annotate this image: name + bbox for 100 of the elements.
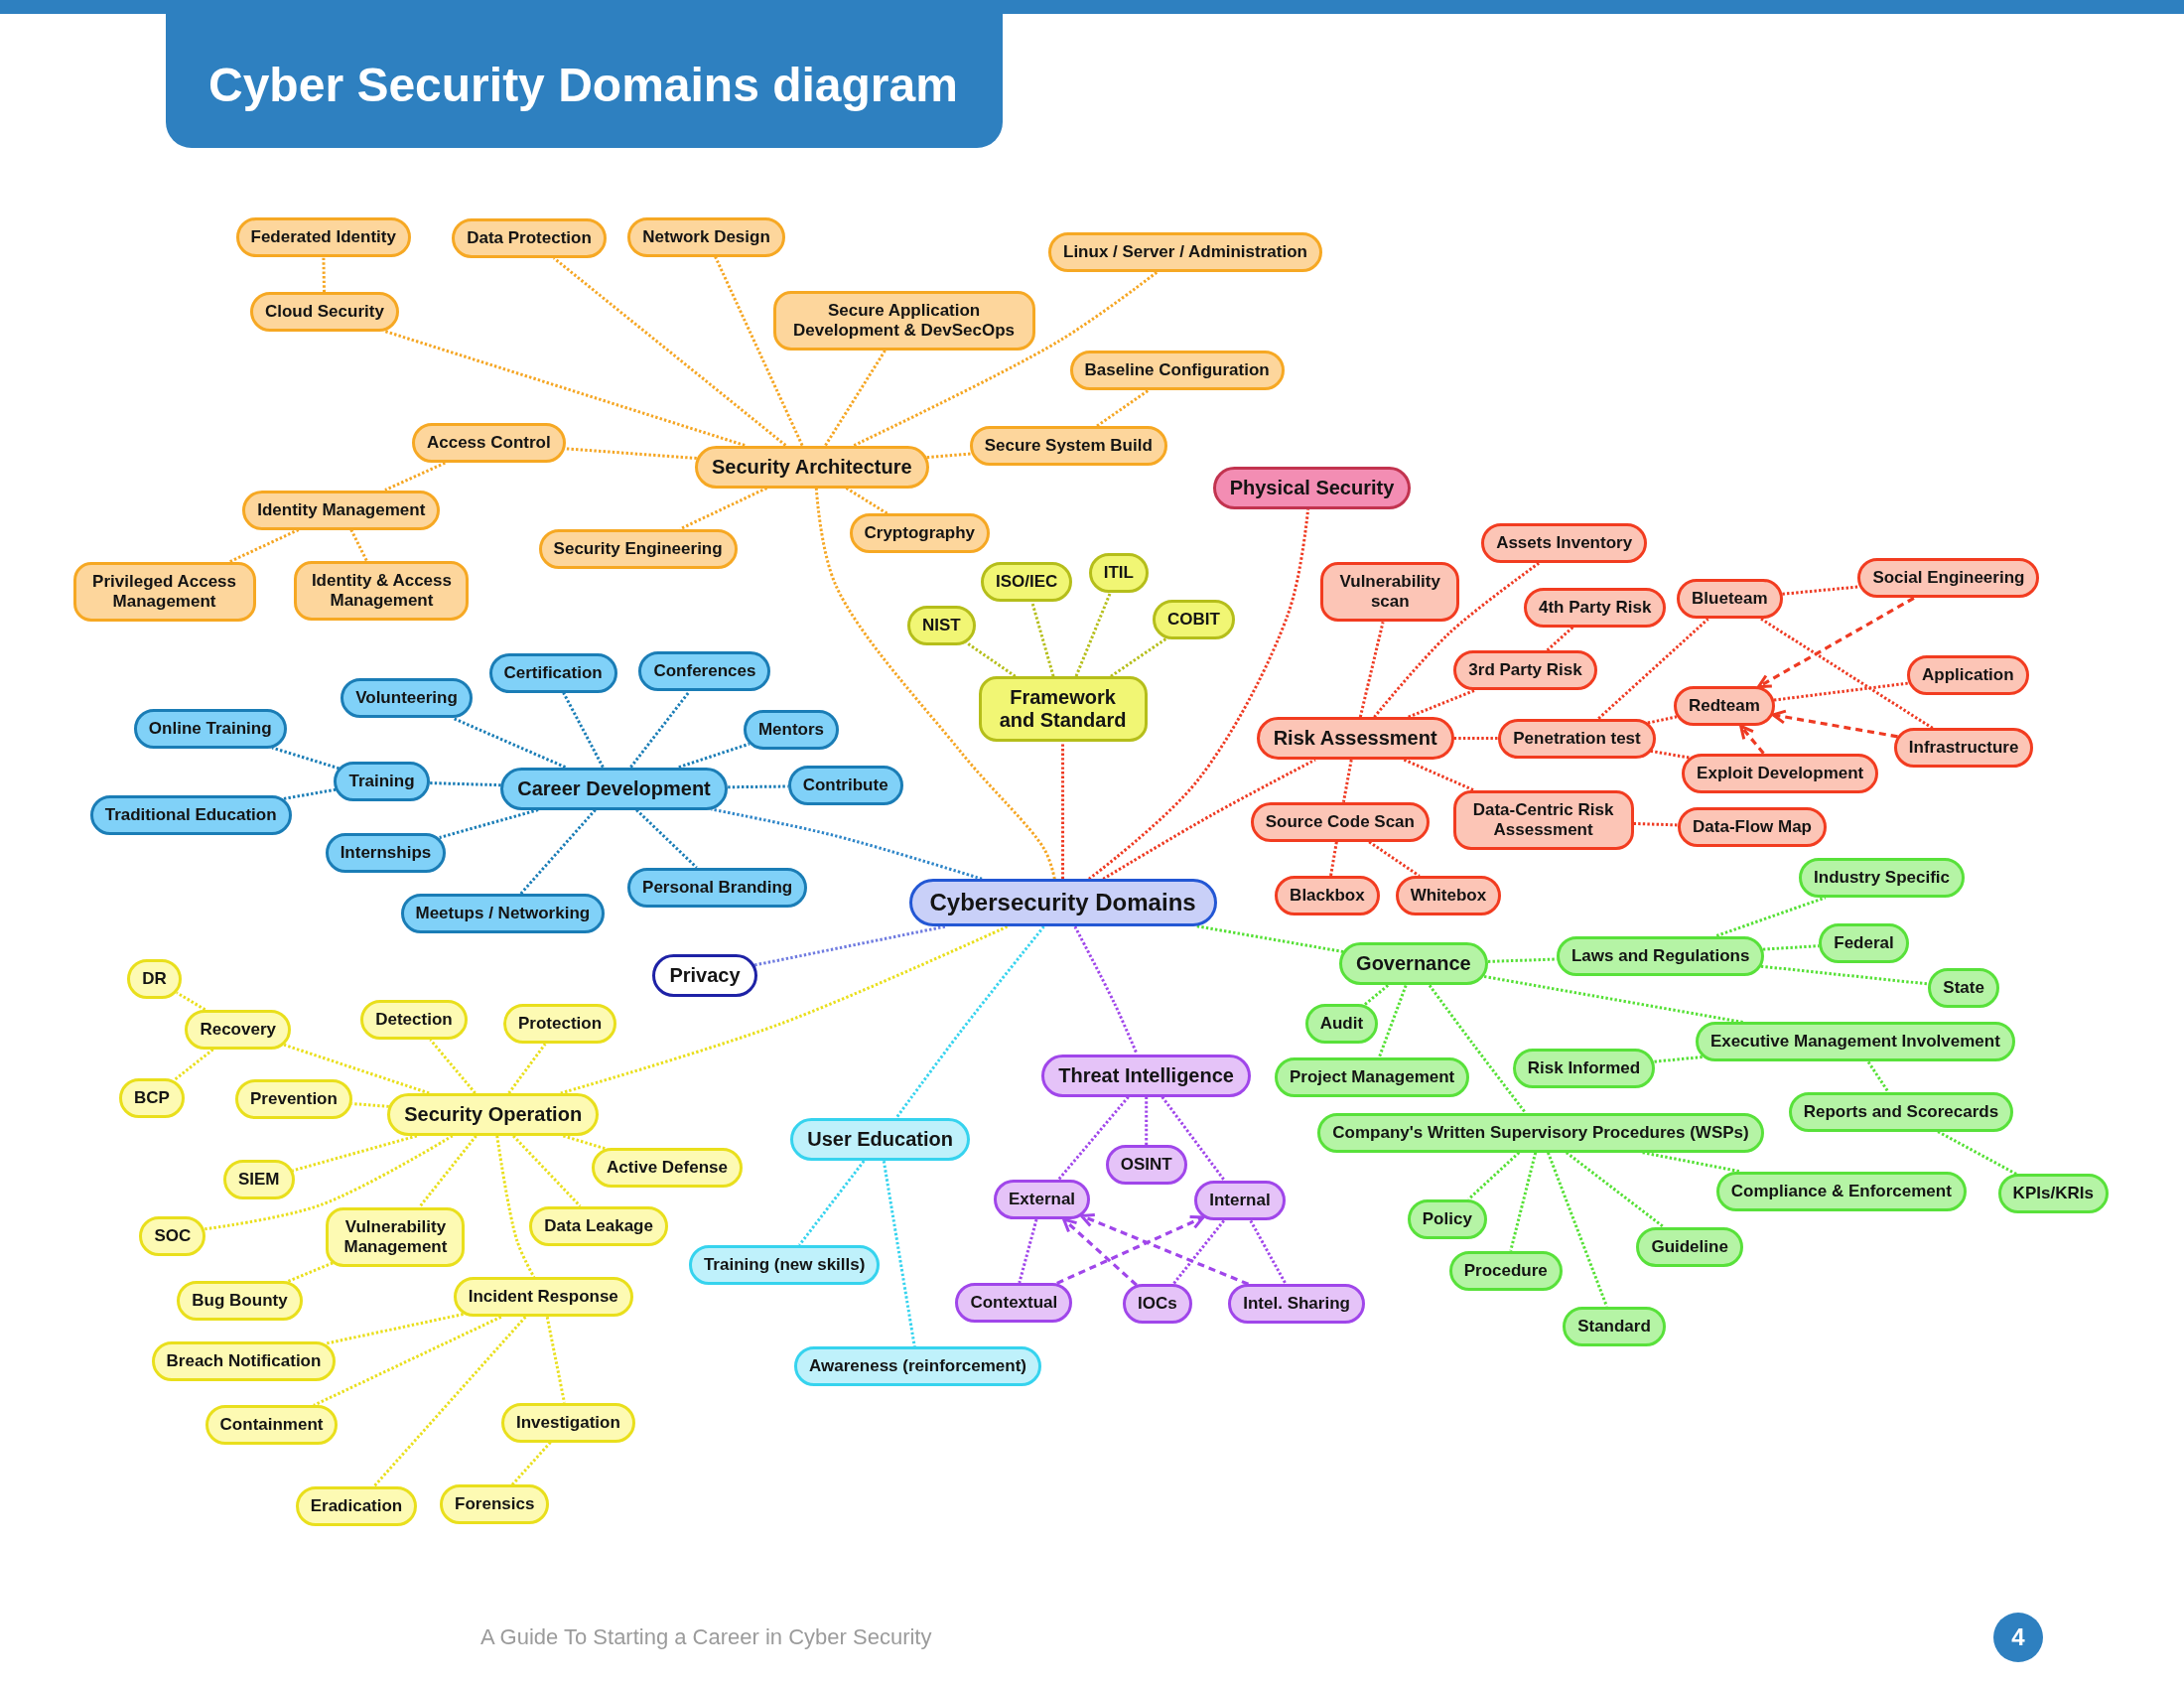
connector-line xyxy=(1633,821,1679,827)
connector-line xyxy=(565,447,697,460)
connector-line xyxy=(1547,1152,1608,1308)
subtopic: ISO/IEC xyxy=(981,562,1073,603)
relation-arrow xyxy=(1756,596,1915,689)
relation-arrow xyxy=(1079,1212,1250,1286)
connector-line xyxy=(1249,1219,1288,1285)
connector-line xyxy=(1428,984,1527,1114)
subtopic: Volunteering xyxy=(341,677,473,718)
connector-line xyxy=(635,808,698,869)
subtopic: Containment xyxy=(205,1405,339,1446)
subtopic: Federated Identity xyxy=(235,216,411,257)
connector-line xyxy=(1565,1151,1665,1228)
subtopic: Breach Notification xyxy=(151,1340,337,1381)
connector-line xyxy=(728,784,788,789)
subtopic: DR xyxy=(127,959,182,1000)
connector-line xyxy=(1408,688,1477,719)
connector-line xyxy=(1378,984,1408,1058)
connector-line xyxy=(1171,1219,1225,1286)
connector-line xyxy=(1509,1152,1538,1251)
subtopic: Internal xyxy=(1194,1181,1286,1221)
connector-line xyxy=(678,742,751,770)
subtopic: Federal xyxy=(1819,922,1909,963)
connector-line xyxy=(753,924,946,967)
connector-line xyxy=(845,487,888,515)
connector-line xyxy=(1782,585,1860,596)
connector-line xyxy=(629,690,691,769)
subtopic: Prevention xyxy=(235,1079,352,1119)
subtopic: Forensics xyxy=(440,1484,550,1525)
subtopic: Company's Written Supervisory Procedures (WSPs) xyxy=(1317,1112,1764,1153)
subtopic: Network Design xyxy=(627,216,785,257)
connector-line xyxy=(560,924,1009,1095)
connector-line xyxy=(1102,758,1316,881)
subtopic: Online Training xyxy=(133,708,287,749)
subtopic: Procedure xyxy=(1448,1250,1563,1291)
connector-line xyxy=(1110,637,1167,678)
main-topic: Security Architecture xyxy=(695,445,929,489)
connector-line xyxy=(814,488,1056,880)
connector-line xyxy=(283,1043,430,1095)
subtopic: Meetups / Networking xyxy=(400,894,606,934)
subtopic: Personal Branding xyxy=(627,867,808,908)
connector-line xyxy=(926,452,972,460)
connector-line xyxy=(512,1134,582,1207)
connector-line xyxy=(283,787,337,800)
connector-line xyxy=(545,1316,566,1403)
subtopic: Mentors xyxy=(743,710,840,751)
connector-line xyxy=(507,1043,547,1094)
subtopic: Recovery xyxy=(185,1009,291,1050)
connector-line xyxy=(1074,592,1112,677)
connector-line xyxy=(1653,1055,1703,1063)
connector-line xyxy=(1358,621,1385,718)
connector-line xyxy=(1145,1096,1149,1145)
connector-line xyxy=(313,1315,502,1407)
connector-line xyxy=(495,1135,536,1278)
subtopic: IOCs xyxy=(1122,1284,1192,1325)
connector-line xyxy=(1096,388,1150,428)
subtopic: Whitebox xyxy=(1395,876,1502,916)
subtopic: Identity & Access Management xyxy=(294,560,470,621)
connector-line xyxy=(1088,508,1310,881)
relation-arrow xyxy=(1771,709,1898,739)
subtopic: Data Leakage xyxy=(529,1205,668,1246)
subtopic: Bug Bounty xyxy=(177,1281,303,1322)
subtopic: Training xyxy=(334,762,430,802)
connector-line xyxy=(176,991,206,1012)
connector-line xyxy=(372,1316,527,1487)
subtopic: Traditional Education xyxy=(89,794,292,835)
subtopic: Infrastructure xyxy=(1893,728,2034,769)
subtopic: Awareness (reinforcement) xyxy=(794,1346,1041,1387)
connector-line xyxy=(1329,841,1338,877)
connector-line xyxy=(519,808,597,896)
subtopic: Privileged Access Management xyxy=(72,562,256,623)
connector-line xyxy=(451,716,567,769)
subtopic: Standard xyxy=(1563,1306,1666,1346)
connector-line xyxy=(1196,924,1344,953)
connector-line xyxy=(1760,964,1929,986)
main-topic: Framework and Standard xyxy=(978,676,1148,743)
subtopic: Investigation xyxy=(500,1402,635,1443)
subtopic: Blueteam xyxy=(1677,579,1783,620)
main-topic: Physical Security xyxy=(1212,466,1412,509)
subtopic: Vulnerability Management xyxy=(326,1206,466,1267)
connector-line xyxy=(711,807,983,881)
subtopic: Contribute xyxy=(787,766,903,806)
subtopic: Social Engineering xyxy=(1857,558,2040,599)
main-topic: Career Development xyxy=(500,767,728,810)
subtopic: Industry Specific xyxy=(1799,857,1965,898)
subtopic: Eradication xyxy=(295,1485,418,1526)
main-topic: Risk Assessment xyxy=(1256,717,1454,761)
connector-line xyxy=(1773,681,1909,702)
connector-line xyxy=(292,1134,418,1173)
subtopic: Exploit Development xyxy=(1682,753,1879,793)
connector-line xyxy=(1363,984,1390,1007)
subtopic: External xyxy=(994,1180,1091,1220)
connector-line xyxy=(1403,758,1476,792)
connector-line xyxy=(552,256,787,447)
connector-line xyxy=(286,1261,334,1284)
footer-text: A Guide To Starting a Career in Cyber Security xyxy=(480,1624,932,1650)
subtopic: Secure System Build xyxy=(969,425,1167,466)
subtopic: Incident Response xyxy=(453,1277,633,1318)
subtopic: SOC xyxy=(139,1215,206,1256)
connector-line xyxy=(824,349,887,447)
